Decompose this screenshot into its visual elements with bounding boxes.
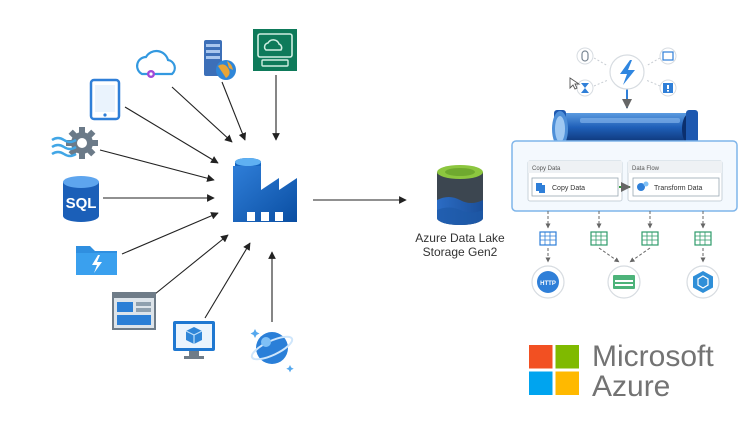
transform-activity-box[interactable]: Transform Data xyxy=(632,177,720,197)
flow-section-label: Data Flow xyxy=(632,166,660,172)
http-icon: HTTP xyxy=(531,265,565,299)
storage-label-line1: Azure Data Lake xyxy=(415,231,505,245)
tablet-icon xyxy=(89,78,121,121)
table-icon xyxy=(539,231,557,246)
logo-green-square xyxy=(555,345,579,369)
copy-icon xyxy=(536,183,545,193)
sql-database-icon: SQL xyxy=(63,176,99,222)
sql-label: SQL xyxy=(66,195,97,212)
web-app-icon xyxy=(112,292,156,330)
data-factory-icon xyxy=(233,158,297,222)
server-globe-icon xyxy=(204,40,236,80)
logo-yellow-square xyxy=(555,371,579,395)
source-arrows xyxy=(99,75,407,322)
trigger-small-icons xyxy=(569,47,677,97)
trigger-group xyxy=(569,47,677,109)
storage-cylinder-icon xyxy=(437,165,483,225)
table-icon xyxy=(590,231,608,246)
hexagon-icon xyxy=(686,265,720,299)
pipe-icon xyxy=(552,110,698,148)
dataset-tables xyxy=(539,231,712,246)
cosmos-db-icon xyxy=(250,329,294,373)
copy-activity-label: Copy Data xyxy=(552,185,585,192)
microsoft-logo-icon xyxy=(529,345,579,395)
pipeline-connectors xyxy=(545,211,706,263)
table-icon xyxy=(694,231,712,246)
brand-microsoft: Microsoft xyxy=(592,340,714,373)
cloud-service-icon xyxy=(136,49,176,78)
transform-activity-label: Transform Data xyxy=(654,185,702,192)
storage-label-line2: Storage Gen2 xyxy=(422,245,498,259)
storage-label: Azure Data Lake Storage Gen2 xyxy=(395,231,525,259)
http-label: HTTP xyxy=(540,281,556,287)
logo-red-square xyxy=(529,345,553,369)
logo-blue-square xyxy=(529,371,553,395)
pipeline-container: Copy Data Data Flow Copy Data Transform … xyxy=(511,140,738,212)
function-folder-icon xyxy=(76,246,117,275)
lightning-trigger-icon xyxy=(609,54,645,90)
storage-account-icon xyxy=(607,265,641,299)
table-icon xyxy=(641,231,659,246)
brand-azure: Azure xyxy=(592,370,671,403)
gear-waves-icon xyxy=(51,127,98,159)
copy-section-label: Copy Data xyxy=(532,166,561,172)
dataflow-icon xyxy=(637,183,645,191)
copy-activity-box[interactable]: Copy Data xyxy=(531,177,619,197)
vm-monitor-icon xyxy=(173,321,215,359)
cloud-monitor-icon xyxy=(253,29,297,71)
